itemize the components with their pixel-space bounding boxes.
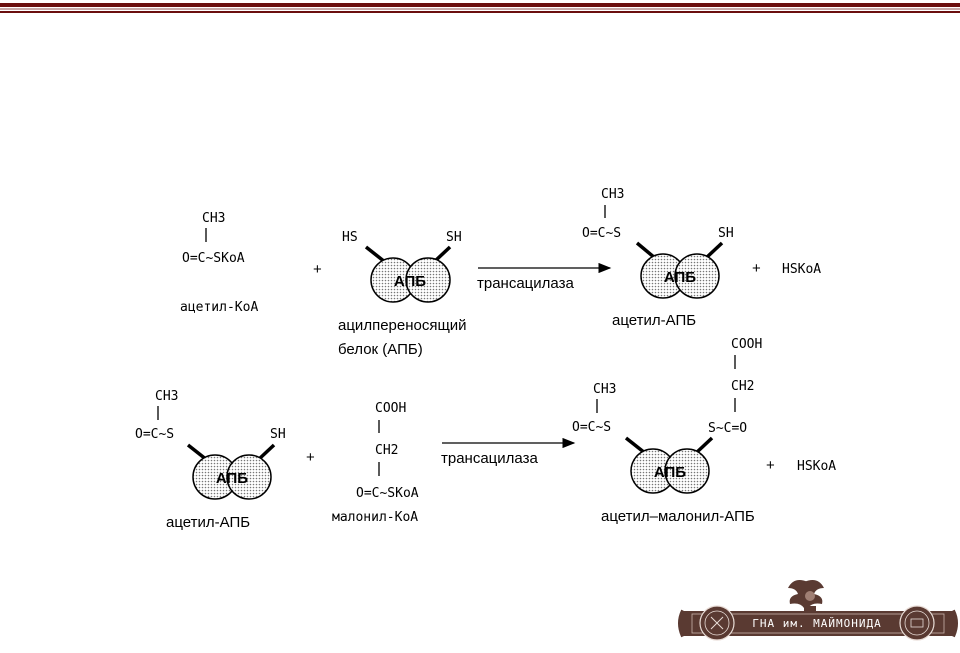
product-cooh: COOH [731, 337, 762, 352]
product-sh-label: SH [718, 226, 734, 241]
apb-label-line2: белок (АПБ) [338, 341, 423, 358]
apb-label-line1: ацилпереносящий [338, 317, 467, 334]
malonyl-ch2: CH2 [375, 443, 398, 458]
reactant-formula: O=C~S [135, 427, 174, 442]
enzyme-label: трансацилаза [441, 450, 538, 467]
reaction-2: CH3 O=C~S SH АПБ ацетил-АПБ + COOH CH2 O… [135, 337, 836, 531]
acetyl-coa-formula: O=C~SKoA [182, 251, 245, 266]
acetyl-coa-structure: CH3 O=C~SKoA ацетил-КоА [180, 211, 258, 315]
product-formula-left: O=C~S [572, 420, 611, 435]
product-formula-right: S~C=O [708, 421, 747, 436]
acetyl-malonyl-apb-product: CH3 O=C~S COOH CH2 S~C=O АПБ ацетил–мало… [572, 337, 762, 525]
product-formula: O=C~S [582, 226, 621, 241]
crest-icon [788, 580, 824, 611]
institution-logo: ГНА им. МАЙМОНИДА [678, 580, 958, 641]
product-ch3: CH3 [601, 187, 624, 202]
product-ch2: CH2 [731, 379, 754, 394]
byproduct-hskoa: HSKoA [797, 459, 836, 474]
malonyl-coa-structure: COOH CH2 O=C~SKoA малонил-КоА [332, 401, 419, 525]
acetyl-apb-reactant: CH3 O=C~S SH АПБ ацетил-АПБ [135, 389, 286, 531]
reactant-apb-core: АПБ [216, 470, 248, 487]
acetyl-coa-label: ацетил-КоА [180, 300, 258, 315]
product-apb-core: АПБ [654, 464, 686, 481]
product-ch3: CH3 [593, 382, 616, 397]
malonyl-cooh: COOH [375, 401, 406, 416]
plus-sign: + [313, 261, 322, 278]
top-border-bar [0, 3, 960, 13]
logo-text: ГНА им. МАЙМОНИДА [752, 617, 882, 630]
left-medallion-icon [699, 605, 735, 641]
right-medallion-icon [899, 605, 935, 641]
apb-sh-label: SH [446, 230, 462, 245]
product-apb-core: АПБ [664, 269, 696, 286]
reactant-sh-label: SH [270, 427, 286, 442]
apb-protein: HS SH АПБ ацилпереносящий белок (АПБ) [338, 230, 467, 358]
reaction-1: CH3 O=C~SKoA ацетил-КоА + HS SH АПБ ацил… [180, 187, 821, 358]
product-label: ацетил–малонил-АПБ [601, 508, 755, 525]
enzyme-label: трансацилаза [477, 275, 574, 292]
plus-sign: + [752, 260, 761, 277]
acetyl-coa-ch3: CH3 [202, 211, 225, 226]
malonyl-label: малонил-КоА [332, 510, 418, 525]
byproduct-hskoa: HSKoA [782, 262, 821, 277]
product-label: ацетил-АПБ [612, 312, 696, 329]
reactant-ch3: CH3 [155, 389, 178, 404]
apb-hs-label: HS [342, 230, 358, 245]
acetyl-apb-product: CH3 O=C~S SH АПБ ацетил-АПБ [582, 187, 734, 329]
malonyl-formula: O=C~SKoA [356, 486, 419, 501]
reactant-label: ацетил-АПБ [166, 514, 250, 531]
apb-core-label: АПБ [394, 273, 426, 290]
plus-sign: + [766, 457, 775, 474]
plus-sign: + [306, 449, 315, 466]
